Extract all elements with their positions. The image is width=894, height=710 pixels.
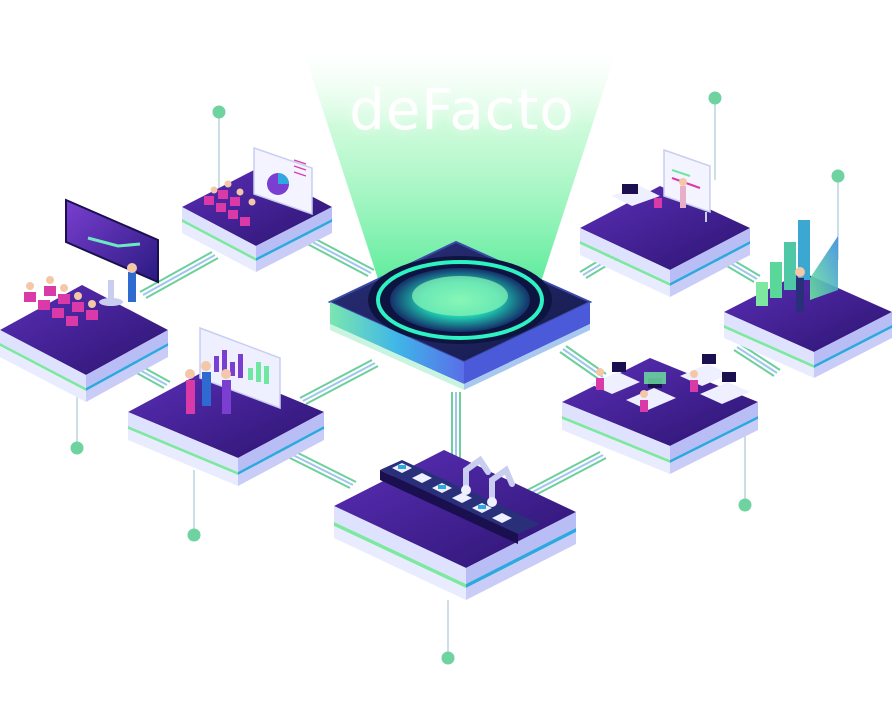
pin-dot xyxy=(831,169,845,183)
pin-dot xyxy=(187,528,201,542)
bar-chart-analyst-icon xyxy=(756,220,838,312)
central-hub xyxy=(327,240,593,390)
light-beam xyxy=(300,40,620,285)
whiteboard-presenter-icon xyxy=(612,148,711,222)
pin-dot xyxy=(70,441,84,455)
tile-office-workstations xyxy=(562,354,758,474)
tile-analytics-dashboard-team xyxy=(128,326,324,486)
tile-robotic-assembly-line xyxy=(334,450,576,600)
office-workstations-icon xyxy=(590,354,750,412)
glowing-portal-icon xyxy=(368,256,552,344)
robotic-assembly-line-icon xyxy=(380,455,540,544)
pin-dot xyxy=(738,498,752,512)
tile-whiteboard-presenter xyxy=(580,148,750,297)
tile-bar-chart-analyst xyxy=(724,220,892,378)
pie-chart-meeting-icon xyxy=(204,146,313,226)
pin-dot xyxy=(708,91,722,105)
analytics-dashboard-team-icon xyxy=(185,326,281,414)
brand-logo: deFacto xyxy=(349,78,575,143)
tile-presentation-audience xyxy=(0,198,168,402)
presentation-screen-audience-icon xyxy=(24,198,159,326)
tile-pie-chart-meeting xyxy=(182,146,332,272)
pin-dot xyxy=(441,651,455,665)
pin-dot xyxy=(212,105,226,119)
